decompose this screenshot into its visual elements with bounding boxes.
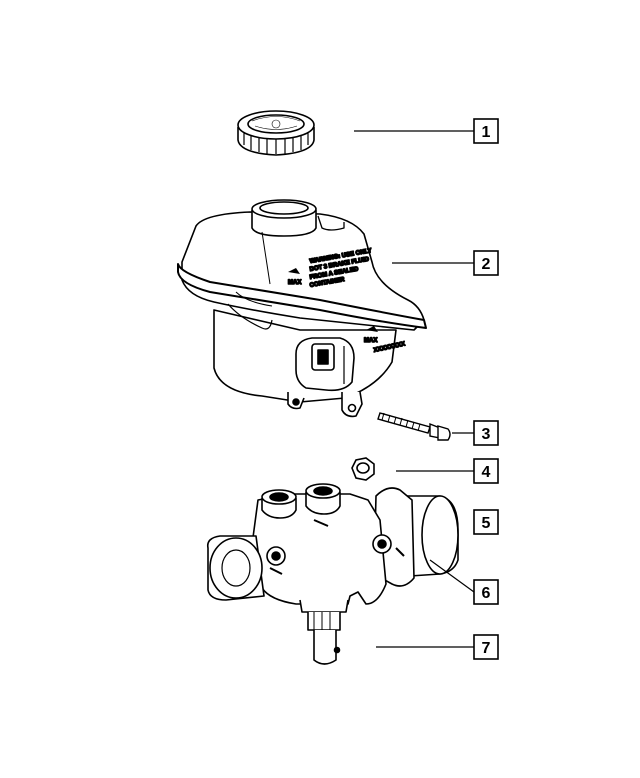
callout-number-6: 6: [482, 585, 491, 602]
callout-box-5: 5: [473, 509, 499, 535]
callout-box-4: 4: [473, 458, 499, 484]
callout-number-4: 4: [482, 464, 491, 481]
callout-number-7: 7: [482, 640, 491, 657]
callout-box-7: 7: [473, 634, 499, 660]
leader-line-6: [429, 559, 475, 593]
leader-lines: [354, 130, 475, 648]
hex-nut: [351, 457, 375, 481]
callout-number-5: 5: [482, 515, 491, 532]
callout-box-3: 3: [473, 420, 499, 446]
brake-fluid-reservoir: MAX WARNING: USE ONLY DOT 3 BRAKE FLUID …: [177, 199, 427, 418]
max-mark-right: MAX: [364, 338, 377, 344]
callout-box-1: 1: [473, 118, 499, 144]
callout-number-3: 3: [482, 426, 491, 443]
max-mark-left: MAX: [288, 280, 301, 286]
callout-number-1: 1: [482, 124, 491, 141]
master-cylinder: [206, 483, 459, 665]
reservoir-cap: [237, 110, 315, 156]
callout-box-2: 2: [473, 250, 499, 276]
callout-box-6: 6: [473, 579, 499, 605]
mounting-bolt: [377, 412, 451, 441]
callout-number-2: 2: [482, 256, 491, 273]
